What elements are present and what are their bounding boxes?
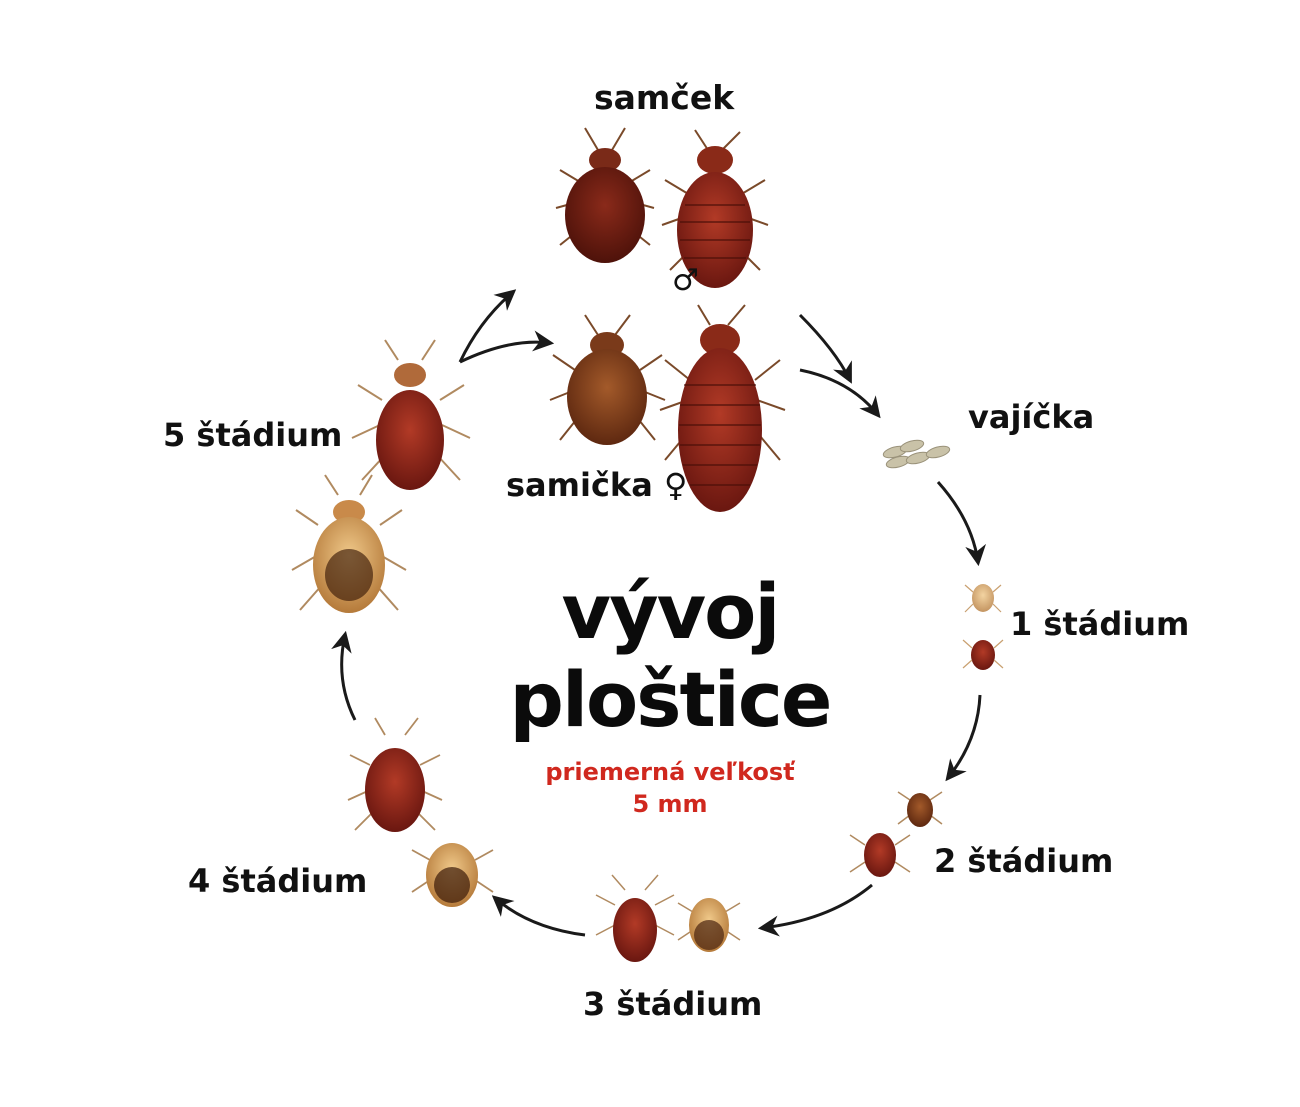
label-stage4: 4 štádium — [188, 862, 368, 900]
arrow-stage2-to-stage3 — [757, 883, 873, 937]
arrow-stage4-to-stage5 — [331, 630, 357, 721]
label-stage5: 5 štádium — [163, 416, 343, 454]
arrow-stage5-to-female — [459, 330, 555, 364]
subtitle-line2: 5 mm — [632, 790, 708, 818]
stage5-nymphs — [291, 339, 471, 613]
eggs-cluster — [882, 439, 951, 469]
adult-male-bug-2 — [661, 129, 769, 288]
subtitle-line1: priemerná veľkosť — [545, 758, 795, 786]
title-line1: vývoj — [561, 567, 781, 656]
arrow-stage3-to-stage4 — [491, 895, 586, 937]
adult-male-bug-1 — [555, 127, 655, 263]
stage4-nymphs — [347, 717, 494, 907]
stage2-nymphs — [849, 791, 943, 877]
adult-female-bug-2 — [659, 304, 786, 512]
label-male: samček — [594, 78, 735, 117]
arrow-stage5-to-male — [458, 289, 517, 363]
stage1-nymphs — [962, 584, 1004, 670]
arrow-stage1-to-stage2 — [945, 694, 982, 782]
label-female: samička ♀ — [506, 466, 688, 504]
cycle-arrows — [331, 289, 987, 937]
label-stage2: 2 štádium — [934, 842, 1114, 880]
stage3-nymphs — [595, 874, 741, 962]
arrow-adult-to-eggs-2 — [799, 368, 881, 419]
label-stage3: 3 štádium — [583, 985, 763, 1023]
male-symbol: ♂ — [672, 263, 699, 298]
label-stage1: 1 štádium — [1010, 605, 1190, 643]
arrow-adult-to-eggs — [798, 313, 852, 384]
adult-female-bug-1 — [549, 314, 666, 445]
arrow-eggs-to-stage1 — [936, 481, 987, 567]
label-eggs: vajíčka — [968, 398, 1095, 436]
title-line2: ploštice — [509, 655, 833, 744]
